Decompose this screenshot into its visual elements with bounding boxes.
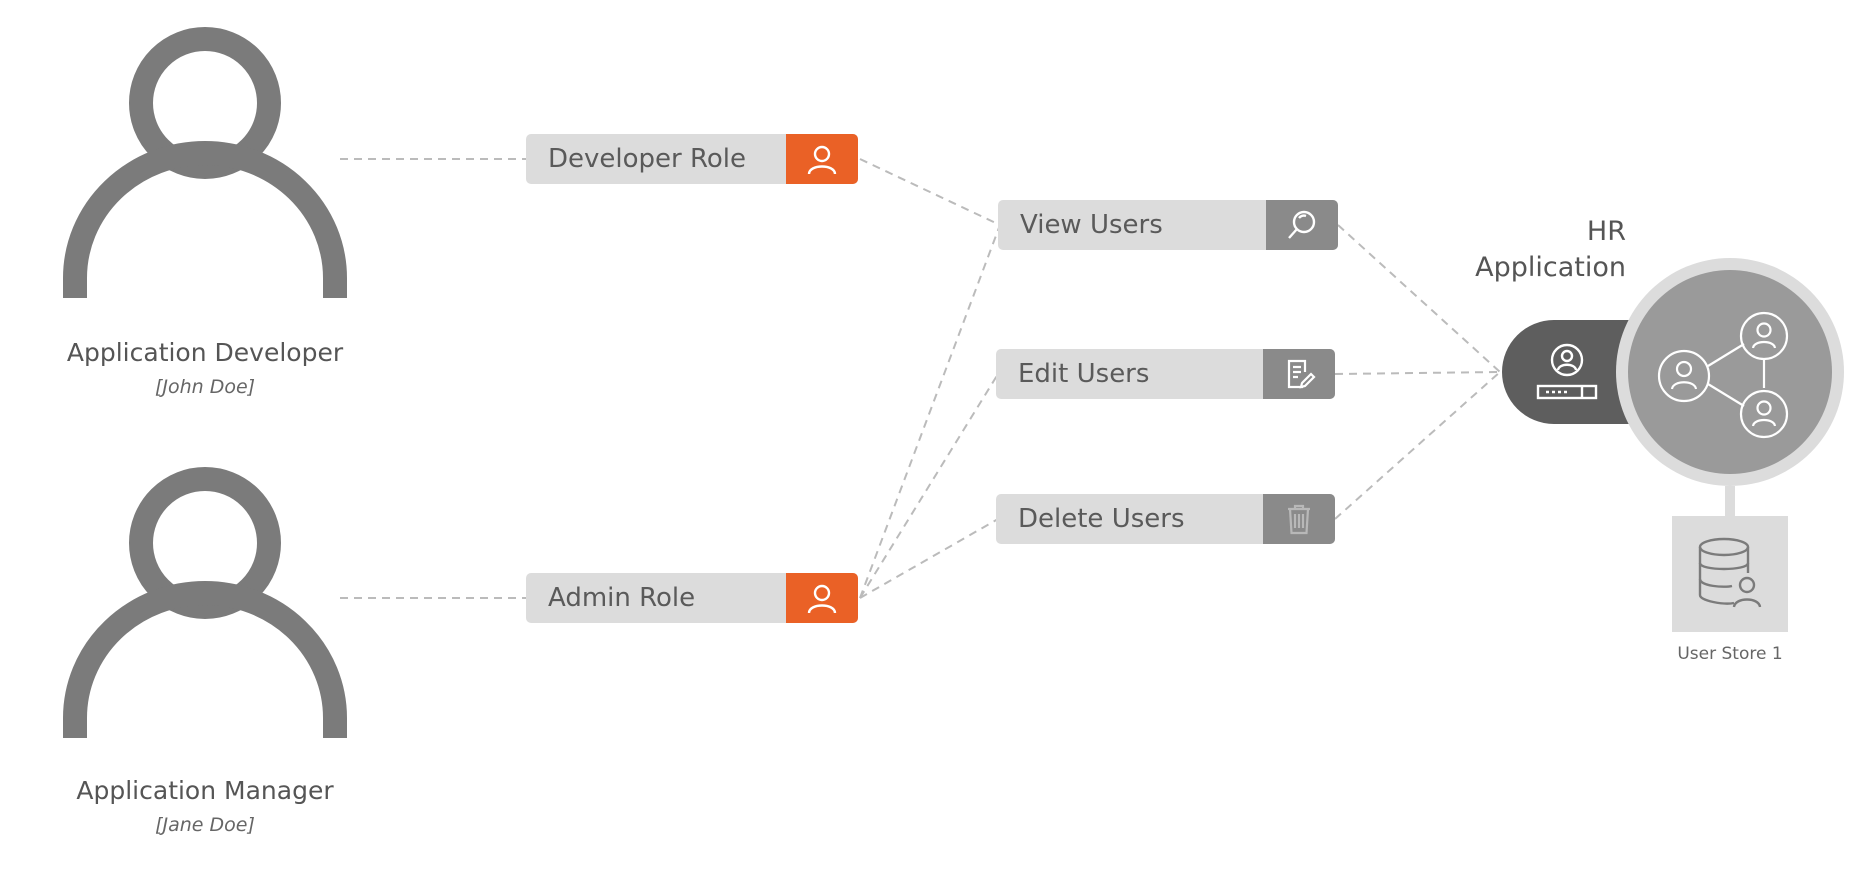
user-store-label: User Store 1 bbox=[1677, 644, 1783, 664]
admin-role-label: Admin Role bbox=[548, 583, 696, 613]
connector-admin-role-to-edit bbox=[859, 373, 999, 599]
manager-actor-person: [Jane Doe] bbox=[155, 814, 255, 836]
developer-actor-name: Application Developer bbox=[66, 338, 344, 367]
delete-users-permission-box: Delete Users bbox=[996, 494, 1335, 544]
delete-users-label: Delete Users bbox=[1018, 504, 1185, 534]
connector-delete-to-app bbox=[1334, 371, 1501, 520]
admin-role-box: Admin Role bbox=[526, 573, 858, 623]
developer-role-label: Developer Role bbox=[548, 144, 747, 174]
hr-application-title-line2: Application bbox=[1475, 252, 1626, 283]
edit-users-permission-box: Edit Users bbox=[996, 349, 1335, 399]
user-login-icon bbox=[1536, 343, 1598, 400]
view-users-permission-box: View Users bbox=[998, 200, 1338, 250]
hr-application-title-line1: HR bbox=[1586, 216, 1626, 247]
manager-actor-name: Application Manager bbox=[76, 776, 334, 805]
connector-admin-role-to-delete bbox=[859, 518, 999, 599]
trash-icon bbox=[1263, 494, 1335, 544]
connector-view-to-app bbox=[1337, 224, 1501, 373]
edit-document-icon bbox=[1263, 349, 1335, 399]
hr-application-node bbox=[1616, 258, 1844, 486]
developer-role-box: Developer Role bbox=[526, 134, 858, 184]
database-user-icon bbox=[1698, 537, 1762, 608]
connector-edit-to-app bbox=[1334, 371, 1501, 375]
user-store-box bbox=[1672, 516, 1788, 632]
hr-application-circle bbox=[1628, 270, 1832, 474]
store-connector bbox=[1725, 486, 1735, 518]
connector-admin-role-to-view bbox=[859, 224, 1001, 599]
developer-actor-person: [John Doe] bbox=[154, 376, 256, 398]
developer-person-icon bbox=[63, 27, 347, 298]
edit-users-label: Edit Users bbox=[1018, 359, 1150, 389]
hr-application-title: HR Application bbox=[1380, 214, 1626, 286]
connector-developer-role-to-view bbox=[859, 158, 1001, 226]
view-users-label: View Users bbox=[1020, 210, 1163, 240]
user-icon bbox=[786, 573, 858, 623]
user-icon bbox=[786, 134, 858, 184]
user-network-icon bbox=[1657, 311, 1789, 439]
search-icon bbox=[1266, 200, 1338, 250]
manager-person-icon bbox=[63, 467, 347, 738]
